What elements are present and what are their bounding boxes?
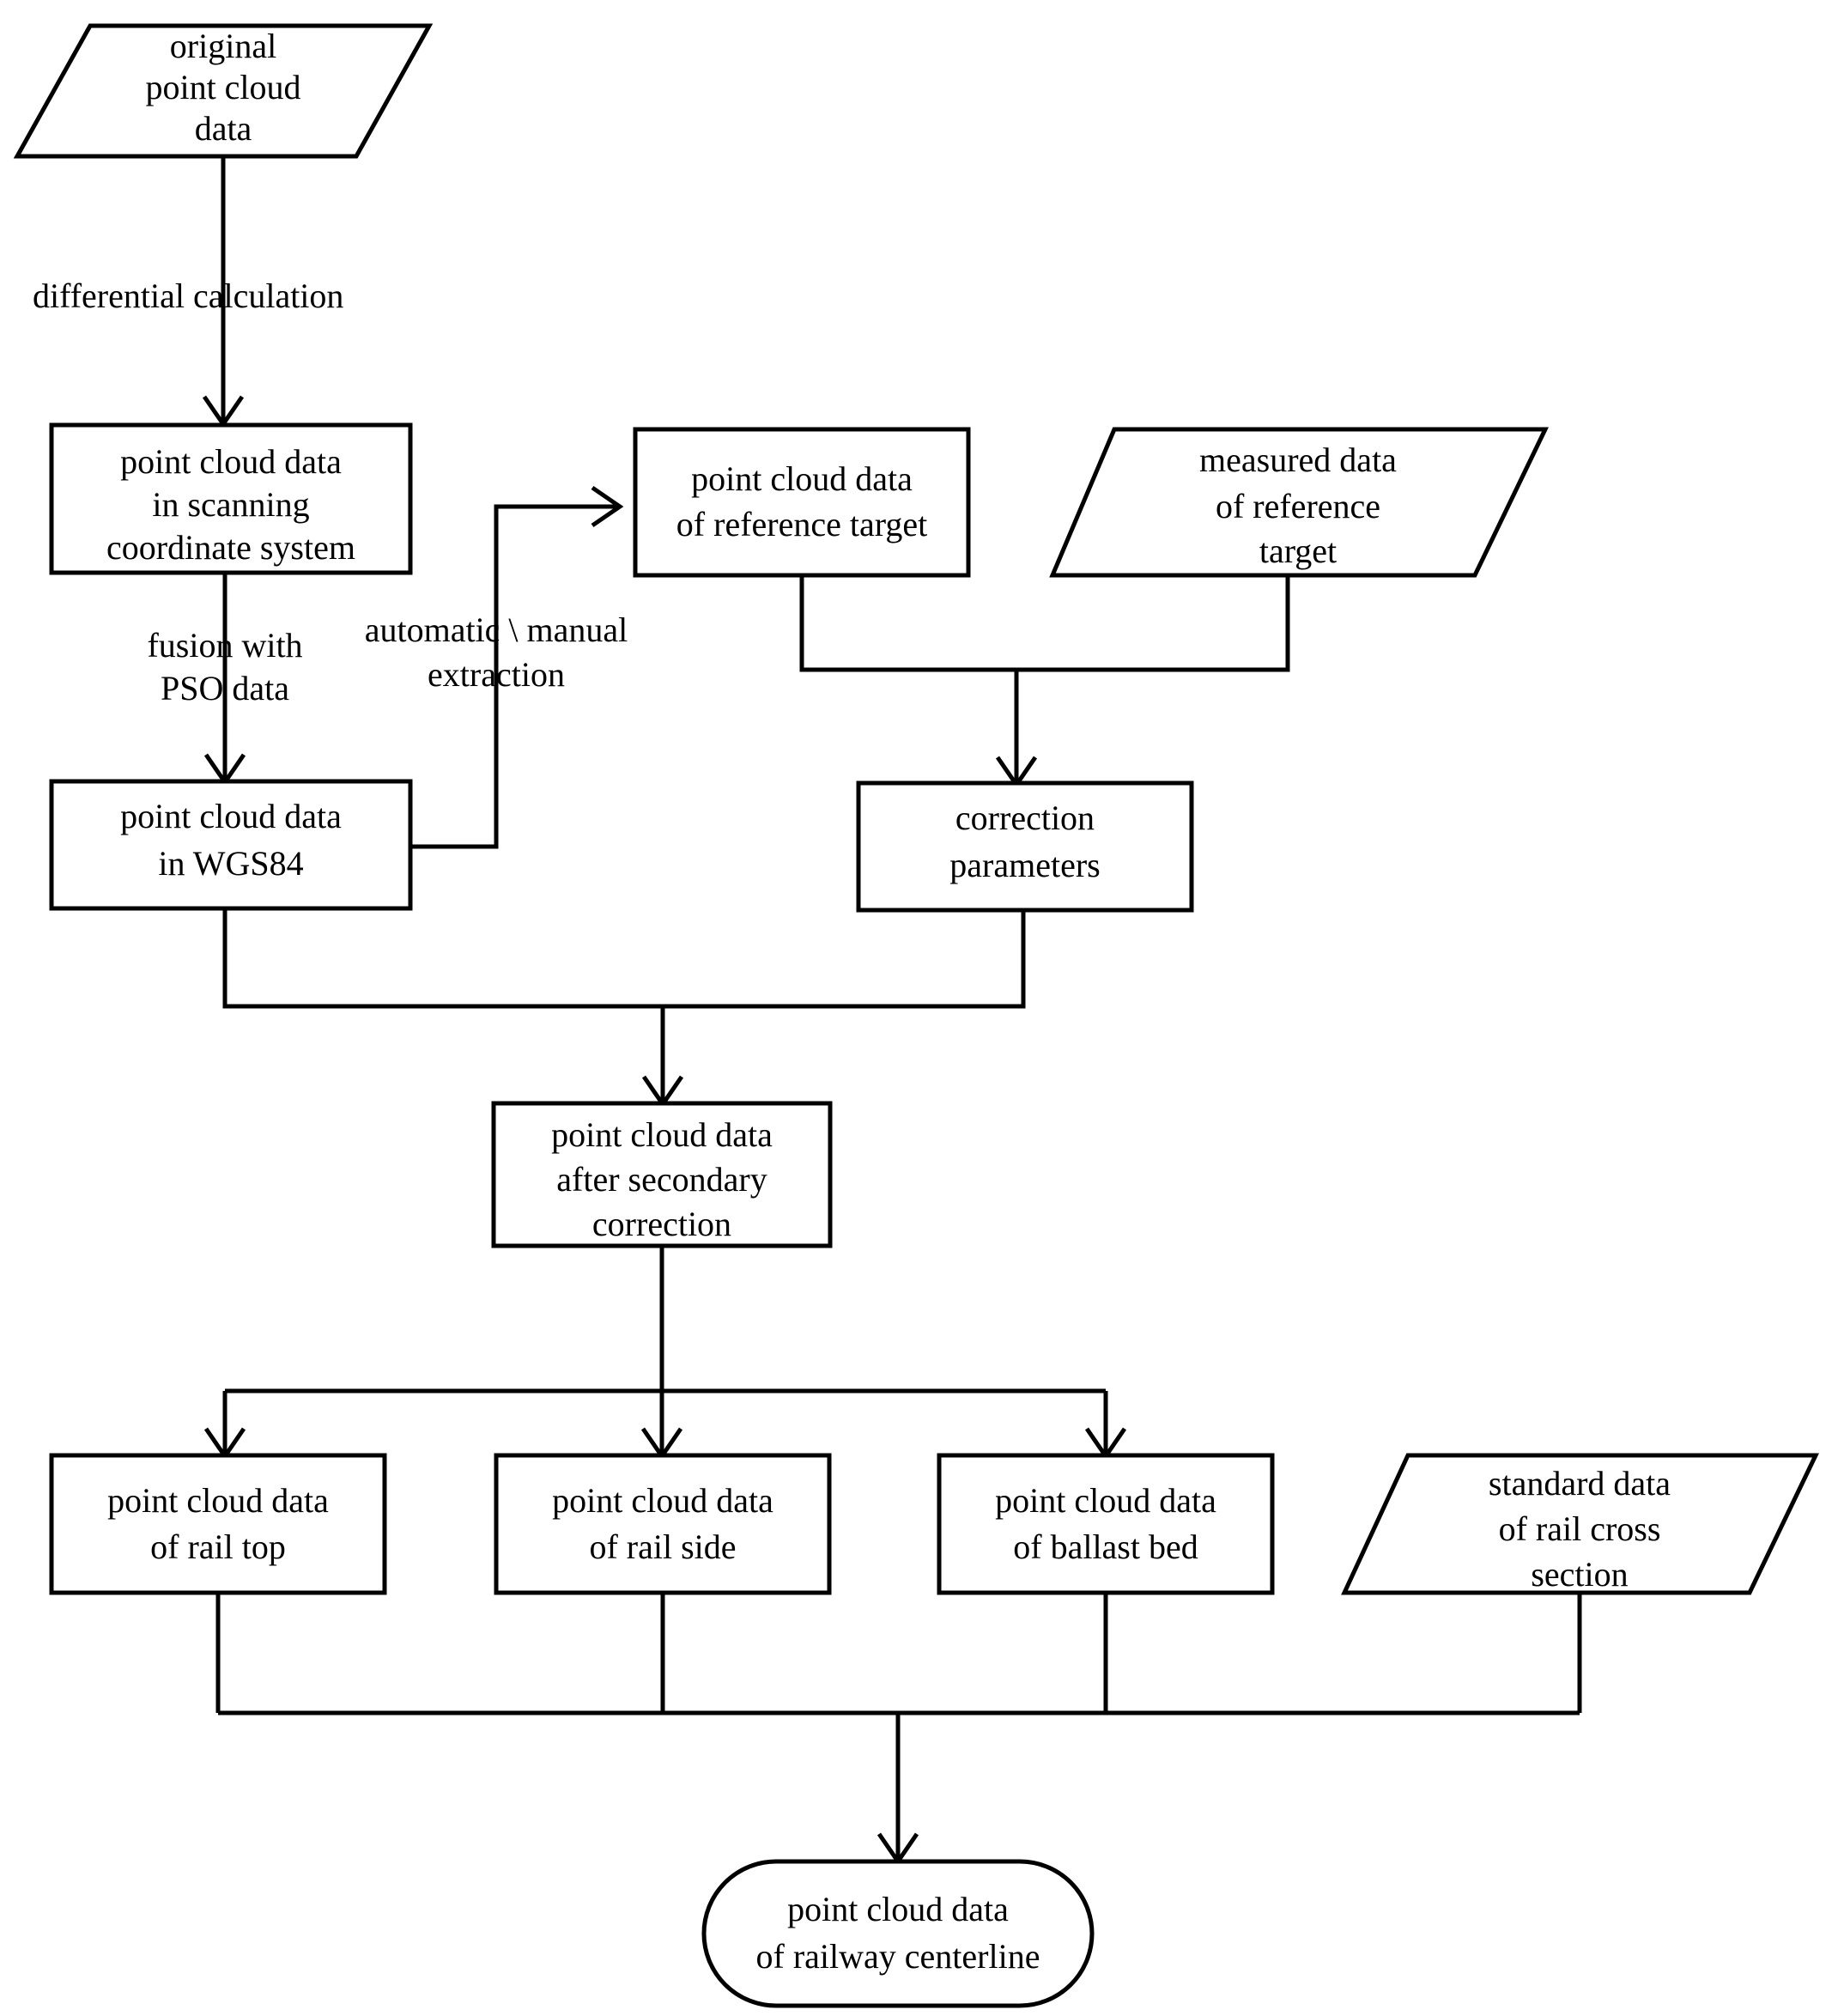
node-label-rail-top-line1: point cloud data [107,1481,329,1520]
node-label-scanning-cs-line3: coordinate system [106,528,355,567]
parallelogram-shape-original-data [13,23,434,159]
rect-shape-scanning-cs [49,422,413,575]
node-point-cloud-data-wgs84: point cloud data in WGS84 [49,779,413,911]
node-correction-parameters: correction parameters [856,780,1194,913]
node-label-secondary-correction-line3: correction [592,1205,731,1243]
rect-shape-ballast-bed [937,1453,1275,1595]
parallelogram-shape-standard-data [1341,1453,1819,1595]
node-point-cloud-data-reference-target: point cloud data of reference target [633,427,971,578]
rect-shape-secondary-correction [491,1101,833,1248]
node-point-cloud-data-rail-top: point cloud data of rail top [49,1453,387,1595]
edge-merge-to-railway-centerline [215,1593,1582,1866]
node-point-cloud-after-secondary-correction: point cloud data after secondary correct… [491,1101,833,1248]
node-label-original-data-line1: original [170,27,276,65]
node-label-measured-data-line2: of reference [1216,487,1380,525]
node-label-standard-data-line2: of rail cross [1499,1509,1661,1548]
edge-merge-to-correction-parameters [799,575,1290,789]
node-label-rail-side-line2: of rail side [589,1527,736,1566]
rect-shape-correction-parameters [856,780,1194,913]
node-measured-data-reference-target: measured data of reference target [1049,427,1549,578]
node-label-scanning-cs-line2: in scanning [152,485,309,524]
edge-label-differential-calculation: differential calculation [33,276,343,315]
node-label-measured-data-line1: measured data [1199,440,1397,479]
rect-shape-wgs84 [49,779,413,911]
node-label-rail-top-line2: of rail top [150,1527,286,1566]
node-label-wgs84-line2: in WGS84 [158,844,303,883]
node-label-correction-parameters-line2: parameters [949,846,1100,884]
node-point-cloud-scanning-coordinate-system: point cloud data in scanning coordinate … [49,422,413,575]
node-label-standard-data-line3: section [1531,1555,1628,1594]
rect-shape-rail-top [49,1453,387,1595]
rounded-rect-shape-railway-centerline [701,1859,1095,2008]
node-standard-data-rail-cross-section: standard data of rail cross section [1341,1453,1819,1595]
edge-label-automatic-manual-extraction-line1: automatic \ manual [365,610,628,649]
node-label-correction-parameters-line1: correction [955,799,1095,837]
node-label-standard-data-line1: standard data [1489,1464,1671,1503]
node-label-railway-centerline-line1: point cloud data [787,1890,1009,1928]
node-label-reference-target-pc-line2: of reference target [676,505,927,543]
node-label-original-data-line3: data [195,109,252,148]
node-point-cloud-data-railway-centerline: point cloud data of railway centerline [701,1859,1095,2008]
node-original-point-cloud-data: original point cloud data [13,23,434,159]
node-label-ballast-bed-line1: point cloud data [995,1481,1216,1520]
edge-label-fusion-pso-line1: fusion with [147,626,302,665]
node-label-scanning-cs-line1: point cloud data [120,442,342,481]
node-label-ballast-bed-line2: of ballast bed [1013,1527,1198,1566]
node-label-rail-side-line1: point cloud data [552,1481,773,1520]
edge-merge-to-secondary-correction [222,908,1026,1108]
node-label-secondary-correction-line1: point cloud data [551,1115,773,1154]
node-point-cloud-data-rail-side: point cloud data of rail side [494,1453,832,1595]
node-point-cloud-data-ballast-bed: point cloud data of ballast bed [937,1453,1275,1595]
edge-wgs84-to-reference-target [410,485,624,849]
node-label-secondary-correction-line2: after secondary [556,1160,767,1199]
parallelogram-shape-measured-data [1049,427,1549,578]
rect-shape-reference-target-pc [633,427,971,578]
edge-split-to-bottom-row [203,1246,1127,1460]
node-label-measured-data-line3: target [1259,531,1337,570]
node-label-original-data-line2: point cloud [145,68,300,106]
node-label-reference-target-pc-line1: point cloud data [691,459,913,498]
edge-label-fusion-pso-line2: PSO data [161,669,289,707]
rect-shape-rail-side [494,1453,832,1595]
edge-label-automatic-manual-extraction-line2: extraction [428,655,565,694]
node-label-railway-centerline-line2: of railway centerline [756,1937,1040,1976]
node-label-wgs84-line1: point cloud data [120,797,342,835]
